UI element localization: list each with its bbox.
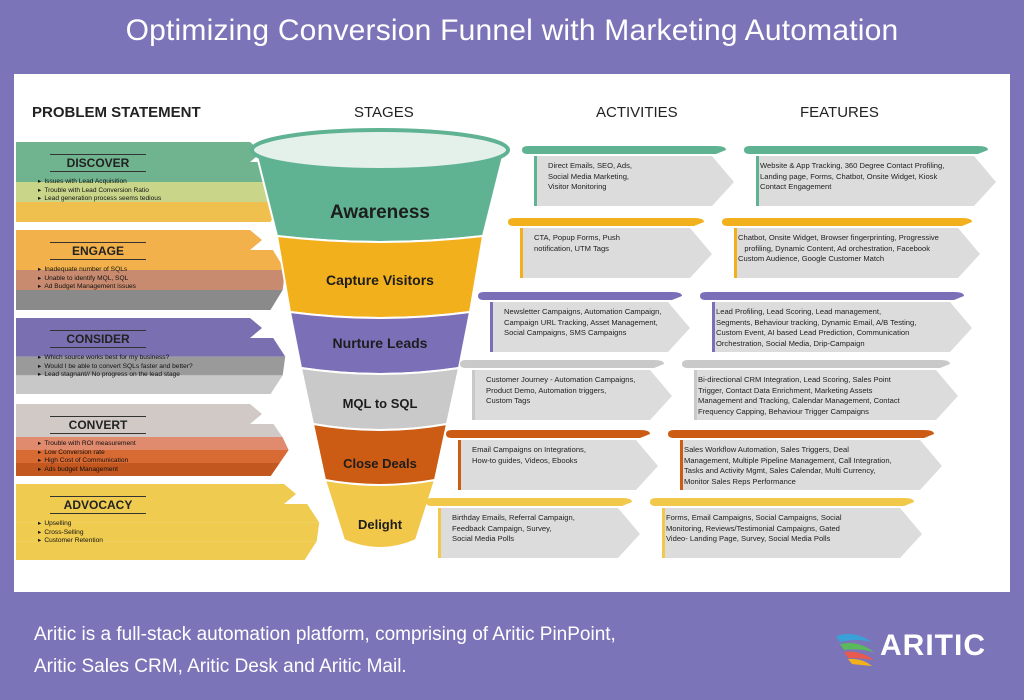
- stage-label-delight: Delight: [357, 517, 403, 532]
- problem-item: Lead stagnant// No progress on the lead …: [38, 371, 193, 380]
- problem-list: Inadequate number of SQLsUnable to ident…: [38, 266, 136, 292]
- column-header-activities: ACTIVITIES: [596, 104, 678, 121]
- stage-label-mql-to-sql: MQL to SQL: [342, 396, 418, 411]
- feature-card-3-shape: [682, 360, 958, 420]
- funnel-band-4: [311, 422, 449, 487]
- feature-card-1-shape: [722, 218, 980, 278]
- feature-card-2: Lead Profiling, Lead Scoring, Lead manag…: [698, 288, 980, 354]
- problem-item: Trouble with Lead Conversion Ratio: [38, 187, 161, 196]
- problem-item: Cross-Selling: [38, 529, 103, 538]
- feature-card-1: Chatbot, Onsite Widget, Browser fingerpr…: [720, 214, 988, 280]
- stage-label-capture-visitors: Capture Visitors: [326, 272, 434, 288]
- feature-card-3-text: Bi-directional CRM Integration, Lead Sco…: [698, 375, 900, 416]
- activity-card-5-text: Birthday Emails, Referral Campaign, Feed…: [452, 513, 575, 543]
- activity-card-0: Direct Emails, SEO, Ads, Social Media Ma…: [520, 142, 742, 208]
- problem-item: Ads budget Management: [38, 466, 136, 475]
- problem-list: UpsellingCross-SellingCustomer Retention: [38, 520, 103, 546]
- activity-card-3-shape: [460, 360, 672, 420]
- feature-card-4: Sales Workflow Automation, Sales Trigger…: [666, 426, 950, 492]
- activity-card-3: Customer Journey - Automation Campaigns,…: [458, 356, 680, 422]
- problem-title: CONSIDER: [50, 330, 146, 348]
- activity-card-2: Newsletter Campaigns, Automation Campaig…: [476, 288, 698, 354]
- funnel-rim: [250, 128, 510, 172]
- problem-item: Low Conversion rate: [38, 449, 136, 458]
- problem-discover: DISCOVER Issues with Lead AcquisitionTrou…: [16, 142, 296, 222]
- feature-card-4-shape: [668, 430, 942, 490]
- feature-card-2-text: Lead Profiling, Lead Scoring, Lead manag…: [716, 307, 917, 348]
- stage-label-awareness: Awareness: [330, 202, 430, 223]
- feature-card-5-text: Forms, Email Campaigns, Social Campaigns…: [666, 513, 842, 543]
- feature-card-1-text: Chatbot, Onsite Widget, Browser fingerpr…: [738, 233, 939, 263]
- problem-item: Which source works best for my business?: [38, 354, 193, 363]
- activity-card-1-text: CTA, Popup Forms, Push notification, UTM…: [534, 233, 620, 253]
- activity-card-5: Birthday Emails, Referral Campaign, Feed…: [424, 494, 648, 560]
- feature-card-3: Bi-directional CRM Integration, Lead Sco…: [680, 356, 966, 422]
- footer-text-line-2: Aritic Sales CRM, Aritic Desk and Aritic…: [34, 656, 407, 677]
- problem-item: High Cost of Communication: [38, 457, 136, 466]
- activity-card-4-shape: [446, 430, 658, 490]
- stage-label-nurture-leads: Nurture Leads: [332, 335, 428, 351]
- activity-card-4-text: Email Campaigns on Integrations, How-to …: [472, 445, 586, 465]
- conversion-funnel: [250, 128, 510, 549]
- activity-card-1-shape: [508, 218, 712, 278]
- feature-card-5: Forms, Email Campaigns, Social Campaigns…: [648, 494, 930, 560]
- footer-text-line-1: Aritic is a full-stack automation platfo…: [34, 624, 616, 645]
- problem-title: DISCOVER: [50, 154, 146, 172]
- feature-card-0-shape: [744, 146, 996, 206]
- problem-title: ENGAGE: [50, 242, 146, 260]
- problem-item: Issues with Lead Acquisition: [38, 178, 161, 187]
- activity-card-5-shape: [426, 498, 640, 558]
- column-header-stages: STAGES: [354, 104, 414, 121]
- column-header-problem: PROBLEM STATEMENT: [32, 104, 201, 121]
- problem-item: Upselling: [38, 520, 103, 529]
- problem-list: Which source works best for my business?…: [38, 354, 193, 380]
- problem-item: Ad Budget Management issues: [38, 283, 136, 292]
- feature-card-0-text: Website & App Tracking, 360 Degree Conta…: [760, 161, 945, 191]
- activity-card-2-text: Newsletter Campaigns, Automation Campaig…: [504, 307, 662, 337]
- problem-item: Inadequate number of SQLs: [38, 266, 136, 275]
- problem-advocacy: ADVOCACY UpsellingCross-SellingCustomer R…: [16, 484, 330, 560]
- problem-consider: CONSIDER Which source works best for my b…: [16, 318, 296, 394]
- problem-item: Lead generation process seems tedious: [38, 195, 161, 204]
- funnel-band-5: [323, 478, 437, 549]
- problem-list: Trouble with ROI measurementLow Conversi…: [38, 440, 136, 475]
- problem-item: Customer Retention: [38, 537, 103, 546]
- problem-list: Issues with Lead AcquisitionTrouble with…: [38, 178, 161, 204]
- activity-card-4: Email Campaigns on Integrations, How-to …: [444, 426, 666, 492]
- aritic-logo: ARITIC: [834, 626, 994, 670]
- feature-card-5-shape: [650, 498, 922, 558]
- problem-item: Would I be able to convert SQLs faster a…: [38, 363, 192, 372]
- page-title: Optimizing Conversion Funnel with Market…: [125, 14, 899, 47]
- problem-title: CONVERT: [50, 416, 146, 434]
- activity-card-3-text: Customer Journey - Automation Campaigns,…: [486, 375, 636, 405]
- problem-item: Unable to identify MQL, SQL: [38, 275, 136, 284]
- activity-card-0-shape: [522, 146, 734, 206]
- activity-card-2-shape: [478, 292, 690, 352]
- feature-card-4-text: Sales Workflow Automation, Sales Trigger…: [684, 445, 892, 486]
- aritic-logo-text: ARITIC: [880, 629, 986, 662]
- problem-item: Trouble with ROI measurement: [38, 440, 135, 449]
- activity-card-0-text: Direct Emails, SEO, Ads, Social Media Ma…: [548, 161, 632, 191]
- header-banner: Optimizing Conversion Funnel with Market…: [0, 0, 1024, 72]
- feature-card-0: Website & App Tracking, 360 Degree Conta…: [742, 142, 1004, 208]
- column-header-features: FEATURES: [800, 104, 879, 121]
- problem-convert: CONVERT Trouble with ROI measurementLow C…: [16, 404, 296, 476]
- stage-label-close-deals: Close Deals: [343, 456, 417, 471]
- problem-engage: ENGAGE Inadequate number of SQLsUnable to…: [16, 230, 296, 310]
- feature-card-2-shape: [700, 292, 972, 352]
- problem-title: ADVOCACY: [50, 496, 146, 514]
- aritic-logo-icon: [836, 634, 874, 666]
- activity-card-1: CTA, Popup Forms, Push notification, UTM…: [506, 214, 720, 280]
